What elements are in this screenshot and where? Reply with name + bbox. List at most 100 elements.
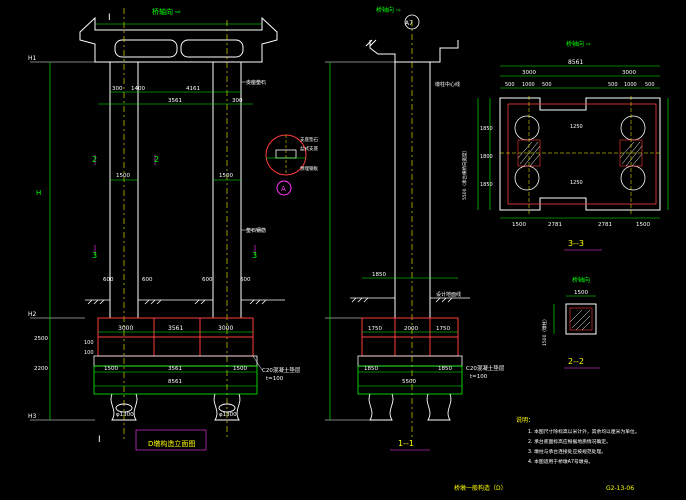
- col-dim-4: 3561: [168, 98, 182, 104]
- base-dim-3: 1500: [233, 366, 247, 372]
- section11-piles: [368, 393, 452, 421]
- dimension-lines: [94, 91, 257, 387]
- title-box: [135, 429, 207, 451]
- section11-base-dim-1: 1850: [364, 366, 378, 372]
- section11-title: 1--1: [398, 439, 414, 448]
- section33-bot-dim-2: 2781: [548, 222, 562, 228]
- elevation-title: D墩构造立面图: [148, 439, 195, 448]
- section22-inner: [569, 307, 593, 331]
- title-block: 桥墩一般构造（D） G2-13-06: [454, 484, 634, 492]
- drawing-number: G2-13-06: [606, 485, 634, 492]
- concrete-label: C20混凝土垫层: [262, 366, 301, 374]
- section11-cap: [361, 317, 459, 357]
- section-3-3: 桥轴向 ⇨ 8561 3000 3000 500 1000 500 500 10…: [461, 40, 669, 251]
- section33-sub-dim-4: 500: [608, 82, 618, 88]
- section11-concrete-label: C20混凝土垫层: [466, 364, 505, 372]
- detail-a-marker: A: [281, 185, 286, 193]
- section11-base-dims: [357, 365, 463, 395]
- section11-marker: A7: [405, 20, 413, 27]
- section11-note-1: 墩柱中心线: [435, 81, 460, 88]
- section33-inner-dim-1: 1250: [570, 124, 583, 130]
- section-3-right: 3: [252, 251, 257, 260]
- piles: [110, 393, 241, 421]
- columns: [109, 62, 242, 318]
- flow-direction-label: 桥轴向 ⇨: [152, 7, 181, 16]
- section-marker-bottom: I: [98, 435, 101, 445]
- section33-top-total: 8561: [568, 59, 583, 66]
- box-girder: [79, 16, 278, 63]
- ground-dim-1: 600: [103, 277, 114, 283]
- section22-dim: 1500: [574, 290, 588, 296]
- level-h2: H2: [28, 311, 37, 318]
- cap-dim-1: 3000: [118, 325, 133, 332]
- section11-note-2: 设计地面线: [436, 291, 461, 298]
- section33-inner-dim-2: 1250: [570, 180, 583, 186]
- section11-column: [394, 62, 431, 318]
- section11-dim-lines: [358, 277, 462, 387]
- section33-sub-dim-2: 1000: [522, 82, 535, 88]
- section33-outline: [499, 97, 661, 211]
- cap-dim-3: 3000: [218, 325, 233, 332]
- section11-marker-circle: [404, 14, 420, 30]
- base-dim-2: 3561: [168, 366, 182, 372]
- ground-dim-3: 600: [202, 277, 213, 283]
- col-dim-3: 4161: [186, 86, 200, 92]
- section33-bot-dim-1: 1500: [512, 222, 526, 228]
- section-cut-lines: [94, 155, 256, 255]
- section11-flow-label: 桥轴向 ⇨: [376, 6, 401, 14]
- section33-hatch: [517, 141, 643, 167]
- leader-lines: [241, 81, 263, 371]
- col-dim-1: 300: [112, 86, 123, 92]
- concrete-thickness: t=100: [266, 376, 284, 382]
- cap-dim-2: 3561: [168, 325, 183, 332]
- column-centerlines: [123, 8, 228, 440]
- base-total: 8561: [168, 379, 182, 385]
- section11-ground: [350, 297, 470, 303]
- section11-top-dim: 1850: [372, 272, 386, 278]
- section33-dim-lines: [477, 65, 669, 219]
- section11-base-dim-2: 5500: [402, 379, 416, 385]
- side-dim-3: 100: [84, 340, 94, 346]
- section22-side-label: 1500（墩柱）: [541, 317, 548, 346]
- pile-dia-right: φ1300: [219, 412, 237, 418]
- side-dim-1: 2500: [34, 336, 48, 342]
- col-width-right: 1500: [219, 173, 233, 179]
- detail-a-label-2: 盆式支座: [300, 145, 318, 152]
- ground-dim-4: 600: [240, 277, 251, 283]
- detail-a: A 支座垫石 盆式支座 预埋钢板: [265, 134, 318, 196]
- notes: 说明： 1. 本图尺寸除标高以米计外，其余均以厘米为单位。 2. 承台底面标高应…: [516, 416, 640, 465]
- section-2-right: 2: [154, 155, 159, 164]
- section33-side-dim-1: 1850: [480, 126, 493, 132]
- section-marker-top: I: [108, 13, 111, 23]
- section33-centerlines: [500, 96, 660, 215]
- notes-item-2: 2. 承台底面标高应根据地质情况确定。: [528, 438, 611, 445]
- section33-bot-dim-3: 2781: [598, 222, 612, 228]
- section33-flow-label: 桥轴向 ⇨: [566, 40, 591, 48]
- ground-line: [85, 299, 285, 305]
- section33-title: 3--3: [568, 239, 584, 248]
- notes-item-3: 3. 墩柱与承台连接处应按规范处理。: [528, 448, 606, 455]
- notes-heading: 说明：: [516, 416, 534, 424]
- side-dim-2: 2200: [34, 366, 48, 372]
- section33-sub-dim-6: 500: [645, 82, 655, 88]
- section33-side-dim-2: 1800: [480, 154, 493, 160]
- section-3-left: 3: [92, 251, 97, 260]
- col-dim-2: 1400: [131, 86, 145, 92]
- pile-dia-left: φ1300: [116, 412, 134, 418]
- rebar-callout: 垫石钢筋: [246, 227, 266, 234]
- col-dim-5: 300: [232, 98, 243, 104]
- section11-base: [357, 355, 463, 367]
- section22-flow-label: 桥轴向: [572, 276, 590, 284]
- level-h1: H1: [28, 55, 37, 62]
- bearing-callout: 支座垫石: [246, 79, 266, 86]
- col-width-left: 1500: [116, 173, 130, 179]
- section11-base-dim-3: 1850: [438, 366, 452, 372]
- pier-elevation: I I 桥轴向 ⇨ D墩构造立面图 H1 H2 H3 H 300 1400 41…: [28, 7, 301, 451]
- section-2-left: 2: [92, 155, 97, 164]
- ground-dim-2: 600: [142, 277, 153, 283]
- level-h3: H3: [28, 413, 37, 420]
- section33-sub-dim-1: 500: [505, 82, 515, 88]
- base-dim-1: 1500: [104, 366, 118, 372]
- section22-hatch: [569, 309, 591, 331]
- section11-cap-dim-2: 2000: [404, 326, 418, 332]
